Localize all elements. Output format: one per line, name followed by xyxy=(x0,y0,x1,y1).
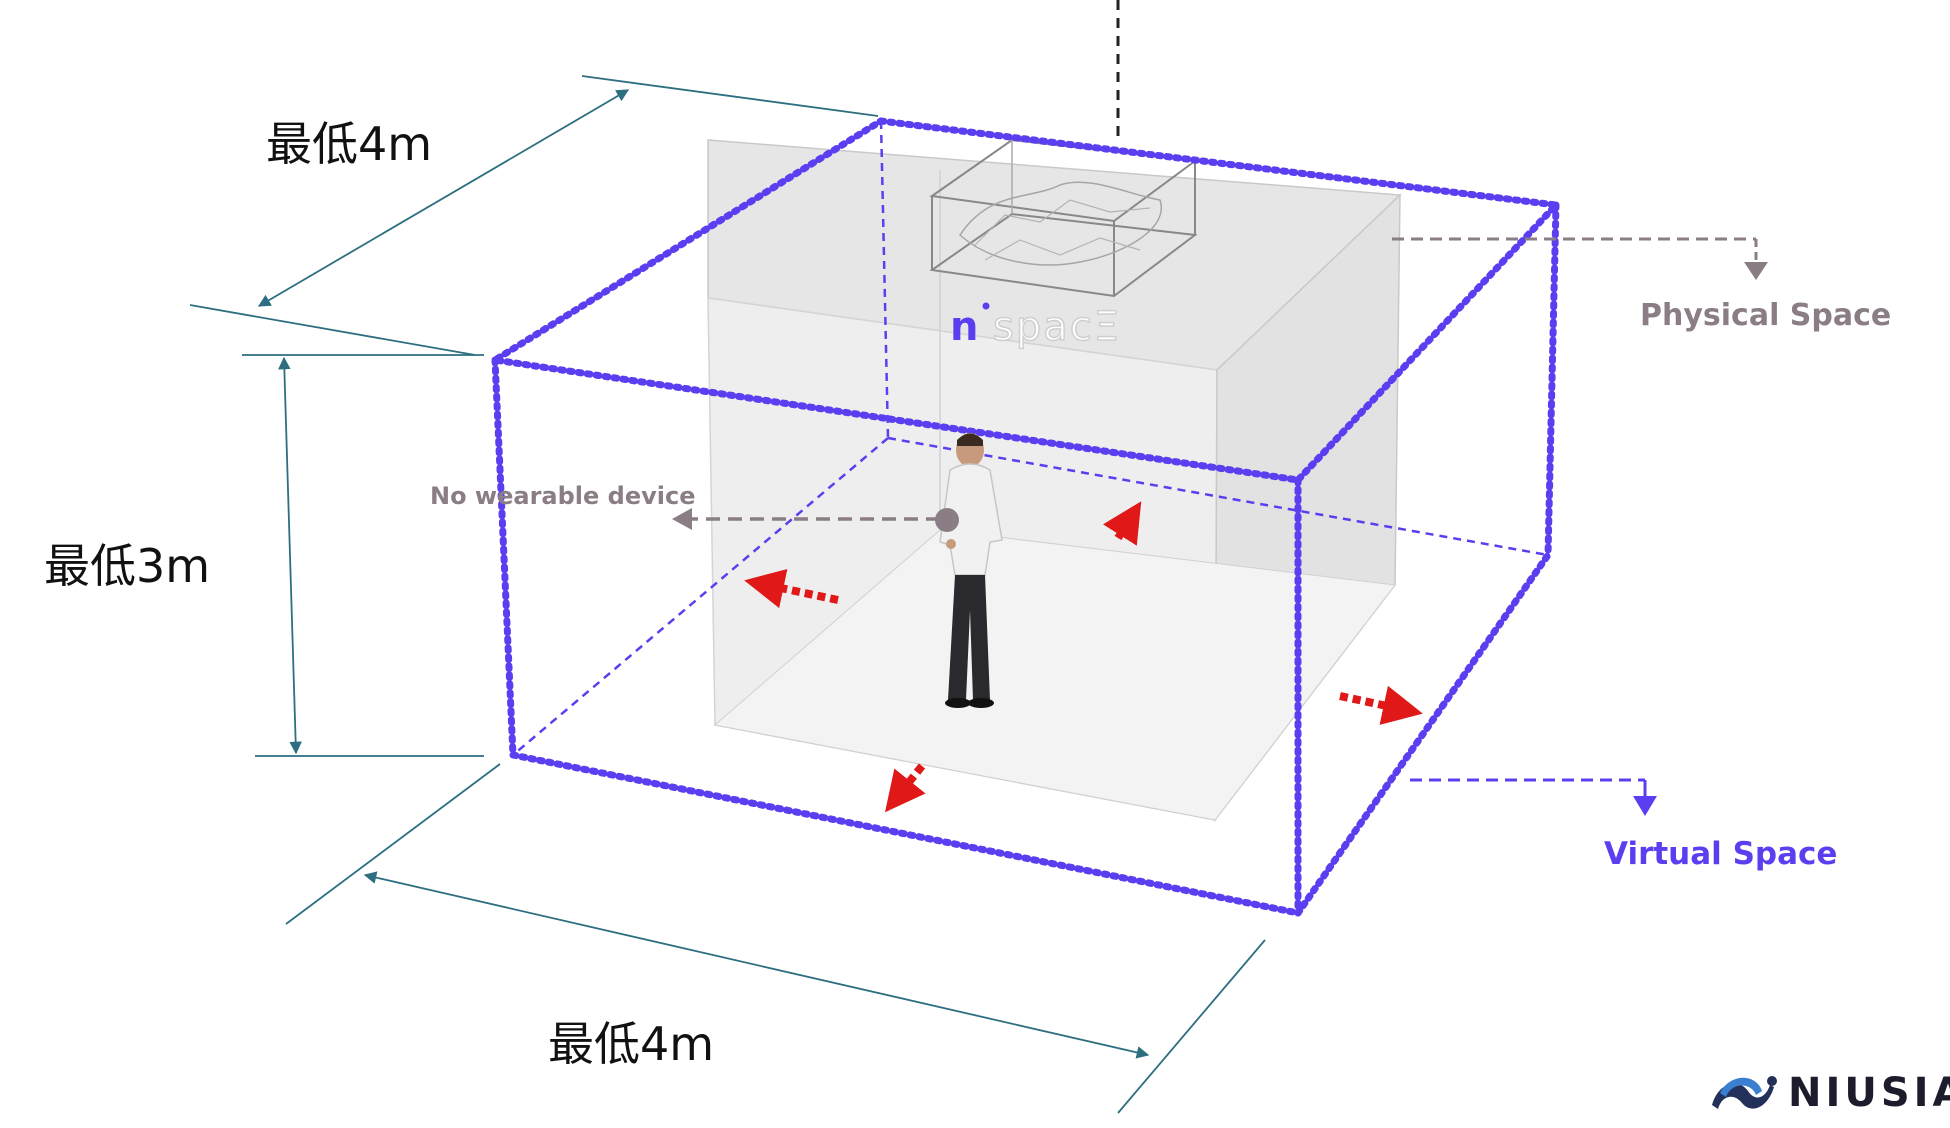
person-figure xyxy=(939,433,1003,708)
arrow-right-red xyxy=(1339,685,1423,725)
arrow-front-red xyxy=(885,763,926,813)
callout-lines xyxy=(672,237,1768,816)
width-dimension-line xyxy=(363,871,1150,1059)
virtual-space-label: Virtual Space xyxy=(1604,836,1838,872)
depth-dimension-line xyxy=(257,89,630,307)
nspace-logo: n spacΞ xyxy=(950,302,1121,351)
physical-room xyxy=(707,139,1402,823)
nspace-logo-letter: n xyxy=(950,304,978,350)
arrow-left-red xyxy=(744,568,839,609)
niusia-mark-icon xyxy=(1712,1076,1777,1109)
wearable-point xyxy=(935,508,959,532)
width-dimension-label: 最低4m xyxy=(548,1017,715,1071)
nspace-logo-dot xyxy=(982,302,990,310)
no-wearable-label: No wearable device xyxy=(430,482,696,510)
height-dimension-line xyxy=(278,356,302,755)
physical-space-label: Physical Space xyxy=(1640,298,1892,333)
nspace-logo-word: spacΞ xyxy=(993,304,1121,350)
height-dimension-label: 最低3m xyxy=(44,539,211,593)
dimension-lines xyxy=(189,75,1266,1114)
expansion-arrows xyxy=(744,501,1423,813)
ceiling-sensor-rig xyxy=(929,0,1198,298)
arrow-back-red xyxy=(1102,501,1142,546)
depth-dimension-label: 最低4m xyxy=(266,117,433,171)
niusia-logo-text: NIUSIA xyxy=(1788,1070,1950,1116)
niusia-logo: NIUSIA xyxy=(1710,1065,1950,1121)
